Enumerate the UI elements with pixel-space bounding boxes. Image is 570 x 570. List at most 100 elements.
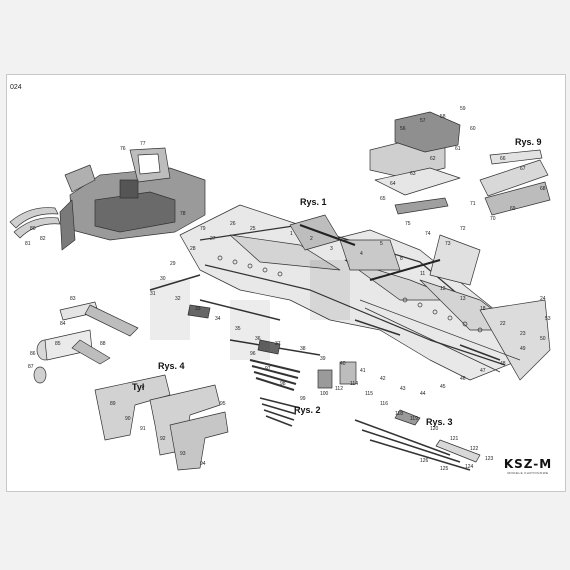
part-number-label: 121 [450,436,459,442]
part-number-label: 91 [140,426,146,432]
part-number-label: 80 [30,226,36,232]
logo-text: KSZ-M [503,457,553,471]
part-number-label: 72 [460,226,466,232]
part-number-label: 125 [440,466,449,472]
part-number-label: 79 [200,226,206,232]
part-number-label: 98 [280,381,286,387]
part-number-label: 126 [420,458,429,464]
part-number-label: 42 [380,376,386,382]
part-number-label: 50 [540,336,546,342]
part-number-label: 122 [470,446,479,452]
part-number-label: 32 [175,296,181,302]
part-number-label: 2 [310,236,313,242]
part-number-label: 66 [500,156,506,162]
part-number-label: 11 [420,271,425,277]
ksz-m-logo: KSZ-M MODELE KARTONOWE [503,457,553,475]
part-number-label: 124 [465,464,474,470]
part-number-label: 12 [440,286,446,292]
section-label-rys2: Rys. 2 [294,405,321,415]
part-number-label: 96 [250,351,256,357]
part-number-label: 40 [340,361,346,367]
part-number-label: 39 [320,356,326,362]
part-number-label: 5 [380,241,383,247]
part-number-label: 23 [520,331,526,337]
part-number-label: 4 [360,251,363,257]
part-number-label: 8 [400,256,403,262]
part-number-label: 76 [120,146,126,152]
part-number-label: 74 [425,231,431,237]
part-number-label: 99 [300,396,306,402]
part-number-label: 13 [460,296,466,302]
part-number-label: 18 [480,306,486,312]
part-number-label: 78 [180,211,186,217]
part-number-label: 90 [125,416,131,422]
part-number-callouts: 1234581112131822232425262728293031323334… [25,106,551,472]
part-number-label: 58 [440,114,446,120]
part-number-label: 53 [545,316,551,322]
part-number-label: 1 [290,231,293,237]
part-number-label: 56 [400,126,406,132]
part-number-label: 25 [250,226,256,232]
chassis-frame [179,204,551,381]
part-number-label: 89 [110,401,116,407]
part-number-label: 29 [170,261,176,267]
part-number-label: 82 [40,236,46,242]
part-number-label: 33 [195,306,201,312]
part-number-label: 38 [300,346,306,352]
axle-rods [149,274,501,361]
part-number-label: 28 [190,246,196,252]
rys3-rods [354,409,481,471]
part-number-label: 97 [265,366,271,372]
part-number-label: 112 [335,386,343,392]
part-number-label: 100 [320,391,329,397]
part-number-label: 119 [410,416,418,422]
part-number-label: 60 [470,126,476,132]
part-number-label: 59 [460,106,466,112]
part-number-label: 93 [180,451,186,457]
section-label-tyl: Tył [132,382,145,392]
part-number-label: 88 [100,341,106,347]
part-number-label: 31 [150,291,156,297]
part-number-label: 27 [210,236,216,242]
page-number: 024 [10,84,22,91]
part-number-label: 114 [350,381,358,387]
part-number-label: 22 [500,321,506,327]
part-number-label: 86 [30,351,36,357]
part-number-label: 64 [390,181,396,187]
part-number-label: 116 [380,401,388,407]
part-number-label: 45 [440,384,446,390]
part-number-label: 47 [480,368,486,374]
section-label-rys1: Rys. 1 [300,197,327,207]
rys9-assembly [369,111,551,216]
part-number-label: 94 [200,461,206,467]
cab-assembly [9,147,206,251]
section-label-rys4: Rys. 4 [158,361,185,371]
part-number-label: 118 [395,411,403,417]
part-number-label: 81 [25,241,31,247]
part-number-label: 73 [445,241,451,247]
part-number-label: 3 [330,246,333,252]
section-label-rys3: Rys. 3 [426,417,453,427]
part-number-label: 115 [365,391,373,397]
part-number-label: 41 [360,368,366,374]
part-number-label: 69 [510,206,516,212]
part-number-label: 65 [380,196,386,202]
part-number-label: 68 [540,186,546,192]
part-number-label: 30 [160,276,166,282]
part-number-label: 49 [520,346,526,352]
part-number-label: 43 [400,386,406,392]
part-number-label: 44 [420,391,426,397]
part-number-label: 77 [140,141,146,147]
part-number-label: 75 [405,221,411,227]
section-label-rys9: Rys. 9 [515,137,542,147]
part-number-label: 95 [220,401,226,407]
part-number-label: 85 [55,341,61,347]
part-number-label: 34 [215,316,221,322]
part-number-label: 123 [485,456,494,462]
logo-subtext: MODELE KARTONOWE [507,471,549,475]
part-number-label: 67 [520,166,526,172]
part-number-label: 48 [500,361,506,367]
part-number-label: 36 [255,336,261,342]
